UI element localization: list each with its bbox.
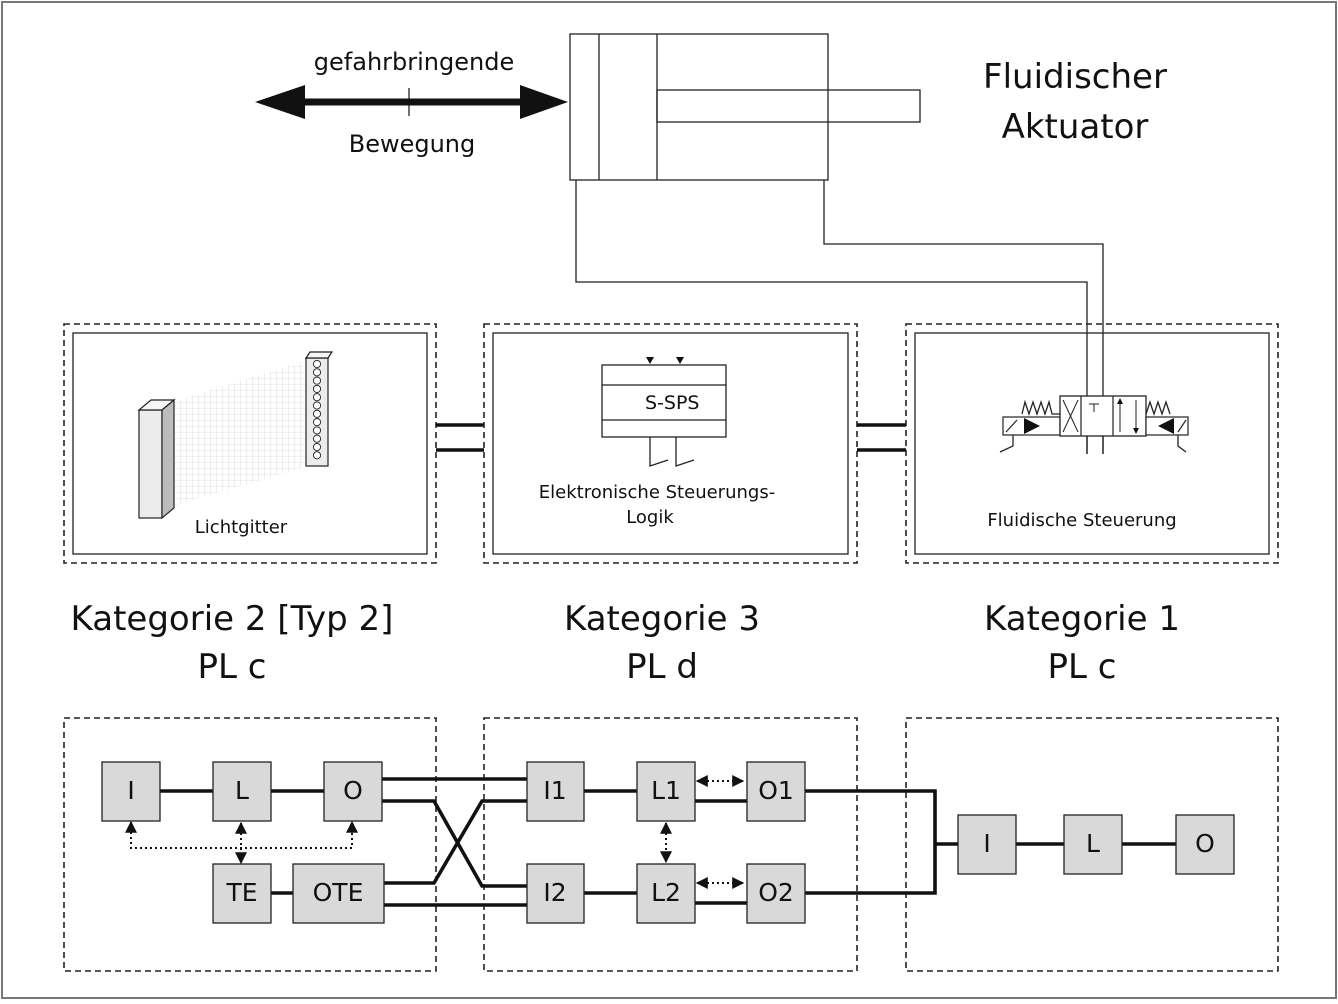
architecture-zone-cat3 [483,717,858,972]
motion-label-line1: gefahrbringende [314,48,514,76]
light-curtain-label: Lichtgitter [195,517,288,538]
light-curtain-lens-icon [312,451,322,460]
category-1-title: Kategorie 2 [Typ 2] [71,599,394,639]
hazardous-motion-arrow [255,85,568,119]
category-heading-2: Kategorie 3 PL d [564,599,760,687]
cat3-output1-block: O1 [746,761,806,822]
architecture-zone-cat2 [63,717,437,972]
cat3-logic2-block: L2 [636,863,696,924]
fluid-control-zone [905,323,1279,564]
logic-label-line2: Logik [626,507,674,528]
signal-lines [160,777,1176,907]
cat2-test-label: TE [225,878,257,907]
cat2-test-output-block: OTE [292,863,385,924]
cat3-logic1-label: L1 [651,776,681,805]
light-curtain-zone [63,323,437,564]
category-2-title: Kategorie 3 [564,599,760,639]
cat2-input-block: I [101,761,161,822]
motion-label-line2: Bewegung [349,130,476,158]
logic-panel [492,332,849,555]
light-curtain-lens-icon [312,401,322,410]
directional-valve-symbol [999,395,1189,454]
cat3-output1-label: O1 [758,776,794,805]
cat1-input-label: I [983,829,990,858]
connector-1-2 [436,423,484,452]
architecture-zone-cat1 [905,717,1279,972]
plc-label: S-SPS [645,392,700,414]
light-curtain-lens-icon [312,409,322,418]
logic-zone [483,323,858,564]
cylinder [569,33,921,181]
diagnostic-lines [125,775,745,889]
fluid-lines [575,180,1104,454]
cat3-input2-label: I2 [543,878,566,907]
actuator-title-line2: Aktuator [1002,107,1149,147]
cat1-logic-block: L [1063,814,1123,875]
fluid-control-label: Fluidische Steuerung [987,510,1176,531]
light-curtain-lens-icon [312,426,322,435]
light-curtain-lens-icon [312,418,322,427]
cat2-input-label: I [127,776,134,805]
light-curtain-icon [137,351,334,520]
light-curtain-lens-icon [312,376,322,385]
light-curtain-panel [72,332,428,555]
cat3-input2-block: I2 [526,863,585,924]
plc-symbol [601,357,727,467]
cat2-logic-block: L [212,761,272,822]
cat2-output-label: O [343,776,363,805]
connector-2-3 [857,423,906,452]
cat3-output2-block: O2 [746,863,806,924]
category-3-title: Kategorie 1 [984,599,1180,639]
cat2-test-block: TE [212,863,272,924]
category-heading-1: Kategorie 2 [Typ 2] PL c [71,599,394,687]
light-curtain-lens-icon [312,442,322,452]
cat1-input-block: I [957,814,1017,875]
cat2-output-block: O [323,761,383,822]
category-2-pl: PL d [626,647,698,687]
cat3-logic2-label: L2 [651,878,681,907]
cat3-input1-label: I1 [543,776,566,805]
category-heading-3: Kategorie 1 PL c [984,599,1180,687]
cat3-output2-label: O2 [758,878,794,907]
light-curtain-lens-icon [312,368,322,377]
light-curtain-lens-icon [312,393,322,402]
category-3-pl: PL c [1048,647,1117,687]
light-curtain-lens-icon [312,434,322,443]
logic-label-line1: Elektronische Steuerungs- [539,482,775,503]
cat1-logic-label: L [1086,829,1100,858]
category-1-pl: PL c [198,647,267,687]
cat1-output-label: O [1195,829,1215,858]
cat3-input1-block: I1 [526,761,585,822]
cat2-test-output-label: OTE [313,878,364,907]
actuator-title-line1: Fluidischer [983,57,1167,97]
piston-rod [656,89,921,123]
cat1-output-block: O [1175,814,1235,875]
fluid-control-panel [914,332,1270,555]
light-curtain-lens-icon [312,359,322,369]
cat3-logic1-block: L1 [636,761,696,822]
light-curtain-lens-icon [312,384,322,393]
cat2-logic-label: L [235,776,249,805]
